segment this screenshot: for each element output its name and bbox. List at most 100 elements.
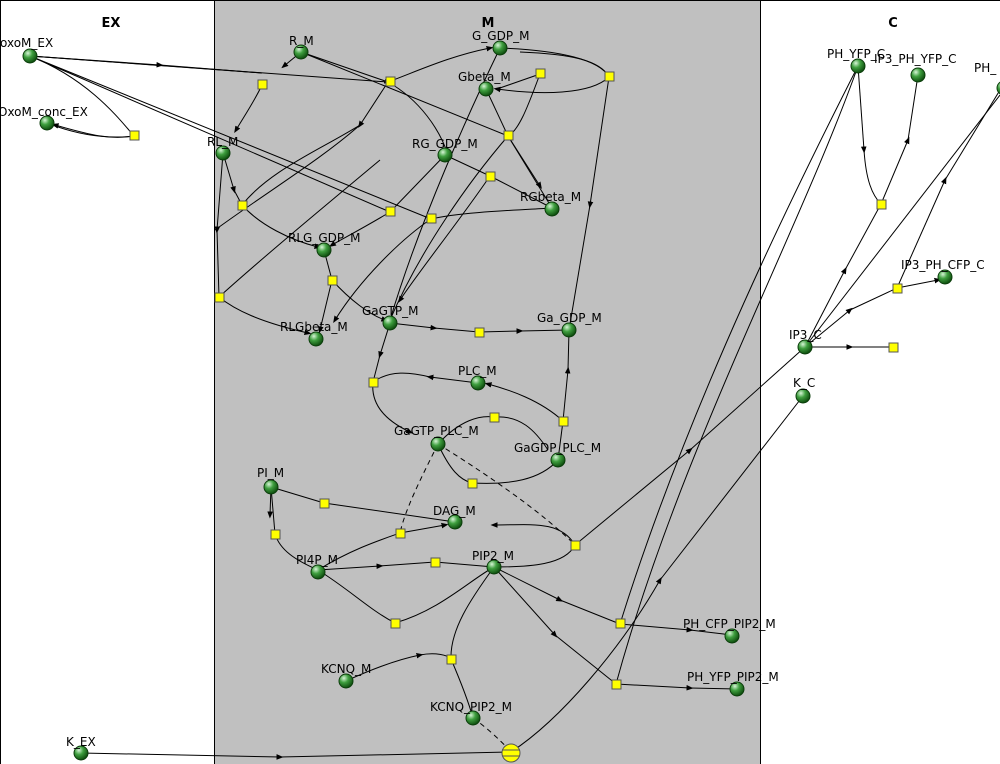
species-ph-yfp-pip2-m[interactable]: PH_YFP_PIP2_M bbox=[687, 670, 779, 697]
species-plc-m[interactable]: PLC_M bbox=[458, 364, 497, 391]
species-gagtp-plc-m[interactable]: GaGTP_PLC_M bbox=[394, 424, 479, 452]
species-ip3-ph-cfp-c[interactable]: IP3_PH_CFP_C bbox=[901, 258, 985, 285]
reaction-node[interactable] bbox=[368, 377, 379, 388]
species-icon bbox=[795, 388, 811, 404]
reaction-node[interactable] bbox=[257, 79, 268, 90]
reaction-node[interactable] bbox=[270, 529, 281, 540]
species-ip3-c[interactable]: IP3_C bbox=[789, 328, 822, 355]
reaction-node[interactable] bbox=[467, 478, 478, 489]
reaction-node[interactable] bbox=[319, 498, 330, 509]
compartment-label-c: C bbox=[888, 16, 898, 31]
species-label: Gbeta_M bbox=[458, 70, 511, 84]
species-icon bbox=[486, 559, 502, 575]
species-gbeta-m[interactable]: Gbeta_M bbox=[458, 70, 511, 97]
reaction-node[interactable] bbox=[503, 130, 514, 141]
flux-node[interactable] bbox=[501, 743, 521, 763]
species-label: IP3_PH_CFP_C bbox=[901, 258, 985, 272]
species-icon bbox=[850, 58, 866, 74]
species-nodes: oxoM_EX OxoM_conc_EX K_EX R_M G_GDP_M Gb… bbox=[0, 29, 1000, 761]
species-k-ex[interactable]: K_EX bbox=[66, 735, 96, 761]
species-label: RGbeta_M bbox=[520, 190, 581, 204]
species-label: K_EX bbox=[66, 735, 96, 749]
reaction-node[interactable] bbox=[474, 327, 485, 338]
reaction-node[interactable] bbox=[237, 200, 248, 211]
species-k-c[interactable]: K_C bbox=[793, 376, 815, 404]
species-gagdp-plc-m[interactable]: GaGDP_PLC_M bbox=[514, 441, 601, 468]
reaction-node[interactable] bbox=[395, 528, 406, 539]
species-icon bbox=[544, 201, 560, 217]
reaction-node[interactable] bbox=[615, 618, 626, 629]
species-label: IP3_C bbox=[789, 328, 822, 342]
species-pi4p-m[interactable]: PI4P_M bbox=[296, 553, 338, 580]
species-label: DAG_M bbox=[433, 504, 476, 518]
species-gagtp-m[interactable]: GaGTP_M bbox=[362, 304, 418, 331]
species-label: KCNQ_PIP2_M bbox=[430, 700, 512, 714]
species-kcnq-m[interactable]: KCNQ_M bbox=[321, 662, 371, 689]
reaction-node[interactable] bbox=[876, 199, 887, 210]
species-rl-m[interactable]: RL_M bbox=[207, 135, 238, 161]
species-label: PIP2_M bbox=[472, 549, 514, 563]
reaction-node[interactable] bbox=[214, 292, 225, 303]
species-g-gdp-m[interactable]: G_GDP_M bbox=[472, 29, 529, 56]
species-icon bbox=[447, 514, 463, 530]
reaction-node[interactable] bbox=[426, 213, 437, 224]
reaction-node[interactable] bbox=[489, 412, 500, 423]
compartment-label-ex: EX bbox=[102, 16, 121, 31]
species-icon bbox=[338, 673, 354, 689]
species-icon bbox=[550, 452, 566, 468]
species-rgbeta-m[interactable]: RGbeta_M bbox=[520, 190, 581, 217]
species-pi-m[interactable]: PI_M bbox=[257, 466, 284, 495]
species-ga-gdp-m[interactable]: Ga_GDP_M bbox=[537, 311, 602, 338]
species-icon bbox=[470, 375, 486, 391]
species-label: G_GDP_M bbox=[472, 29, 529, 43]
reaction-node[interactable] bbox=[570, 540, 581, 551]
compartment-ex bbox=[0, 0, 215, 764]
species-ph-yfp-c[interactable]: PH_YFP_C bbox=[827, 47, 885, 74]
species-r-m[interactable]: R_M bbox=[289, 34, 314, 60]
species-pip2-m[interactable]: PIP2_M bbox=[472, 549, 514, 575]
reaction-node[interactable] bbox=[485, 171, 496, 182]
species-kcnq-pip2-m[interactable]: KCNQ_PIP2_M bbox=[430, 700, 512, 726]
reaction-nodes bbox=[129, 68, 903, 763]
reaction-edges bbox=[29, 45, 1000, 760]
species-icon bbox=[316, 242, 332, 258]
species-label: PH_ bbox=[974, 61, 997, 75]
species-icon bbox=[73, 745, 89, 761]
species-rg-gdp-m[interactable]: RG_GDP_M bbox=[412, 137, 478, 163]
species-dag-m[interactable]: DAG_M bbox=[433, 504, 476, 530]
species-rlg-gdp-m[interactable]: RLG_GDP_M bbox=[288, 231, 360, 258]
reaction-node[interactable] bbox=[385, 206, 396, 217]
reaction-node[interactable] bbox=[129, 130, 140, 141]
species-oxom-ex[interactable]: oxoM_EX bbox=[0, 36, 53, 64]
species-ip3-ph-yfp-c[interactable]: IP3_PH_YFP_C bbox=[874, 52, 957, 83]
species-icon bbox=[492, 40, 508, 56]
reaction-node[interactable] bbox=[446, 654, 457, 665]
reaction-node[interactable] bbox=[611, 679, 622, 690]
species-label: PH_YFP_C bbox=[827, 47, 885, 61]
species-icon bbox=[22, 48, 38, 64]
reaction-node[interactable] bbox=[390, 618, 401, 629]
reaction-node[interactable] bbox=[892, 283, 903, 294]
species-icon bbox=[561, 322, 577, 338]
species-label: PLC_M bbox=[458, 364, 497, 378]
species-label: RLGbeta_M bbox=[280, 320, 348, 334]
species-ph-c[interactable]: PH_ bbox=[974, 61, 1000, 95]
species-rlgbeta-m[interactable]: RLGbeta_M bbox=[280, 320, 348, 347]
reaction-node[interactable] bbox=[558, 416, 569, 427]
reaction-node[interactable] bbox=[430, 557, 441, 568]
species-oxom-conc-ex[interactable]: OxoM_conc_EX bbox=[0, 105, 88, 131]
species-label: RG_GDP_M bbox=[412, 137, 478, 151]
reaction-node[interactable] bbox=[385, 76, 396, 87]
species-icon bbox=[263, 479, 279, 495]
reaction-node[interactable] bbox=[327, 275, 338, 286]
species-icon bbox=[310, 564, 326, 580]
species-icon bbox=[724, 628, 740, 644]
reaction-node[interactable] bbox=[604, 71, 615, 82]
species-icon bbox=[465, 710, 481, 726]
species-icon bbox=[308, 331, 324, 347]
species-ph-cfp-pip2-m[interactable]: PH_CFP_PIP2_M bbox=[683, 617, 776, 644]
reaction-node[interactable] bbox=[888, 342, 899, 353]
species-label: KCNQ_M bbox=[321, 662, 371, 676]
reaction-node[interactable] bbox=[535, 68, 546, 79]
